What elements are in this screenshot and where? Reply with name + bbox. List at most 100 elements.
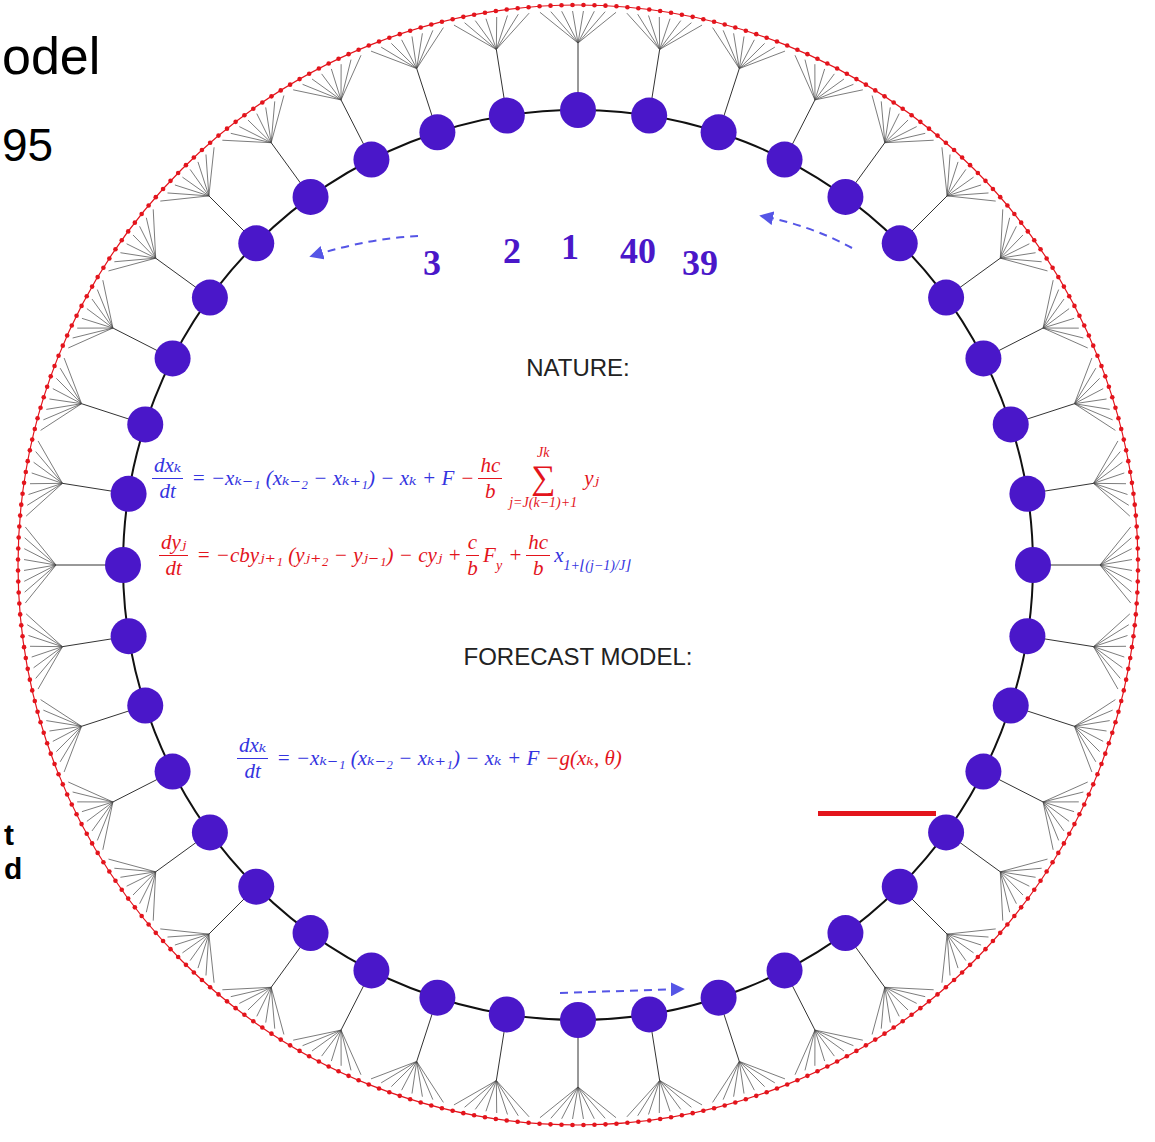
- fan-line: [815, 84, 853, 100]
- small-scale-dot: [126, 229, 131, 234]
- large-scale-dot: [155, 340, 191, 376]
- fan-line: [540, 12, 578, 43]
- small-scale-dot: [60, 782, 65, 787]
- fan-line: [175, 934, 209, 945]
- small-scale-dot: [785, 1082, 790, 1087]
- small-scale-dot: [1067, 832, 1072, 837]
- fan-line: [627, 13, 660, 49]
- large-scale-dot: [105, 547, 141, 583]
- small-scale-dot: [680, 12, 685, 17]
- small-scale-dot: [680, 1113, 685, 1118]
- small-scale-dot: [918, 1006, 923, 1011]
- small-scale-dot: [636, 6, 641, 11]
- fan-line: [27, 483, 62, 505]
- fan-line: [551, 12, 578, 43]
- small-scale-dot: [16, 579, 21, 584]
- small-scale-dot: [1038, 878, 1043, 883]
- fan-line: [1094, 483, 1128, 494]
- small-scale-dot: [1124, 448, 1129, 453]
- fan-line: [239, 987, 271, 1003]
- large-scale-dot: [993, 406, 1029, 442]
- large-scale-dot: [560, 92, 596, 128]
- small-scale-dot: [603, 1122, 608, 1127]
- equation-text: = −cbyⱼ₊₁ (yⱼ₊₂ − yⱼ₋₁) − cyⱼ +: [196, 543, 461, 568]
- small-scale-dot: [317, 66, 322, 71]
- small-scale-dot: [515, 1119, 520, 1124]
- small-scale-dot: [1110, 731, 1115, 736]
- fan-line: [1043, 299, 1064, 328]
- small-scale-dot: [356, 47, 361, 52]
- fan-line: [885, 140, 934, 142]
- fan-line: [947, 934, 988, 937]
- small-scale-dot: [79, 304, 84, 309]
- small-scale-dot: [960, 155, 965, 160]
- fan-line: [815, 90, 863, 100]
- fan-line: [1043, 802, 1059, 840]
- fan-line: [1074, 399, 1106, 404]
- fan-line: [77, 328, 113, 329]
- fan-line: [885, 120, 908, 143]
- fan-line: [73, 328, 113, 338]
- small-scale-dot: [233, 1006, 238, 1011]
- small-scale-dot: [1012, 914, 1017, 919]
- small-scale-dot: [45, 384, 50, 389]
- fan-line: [341, 64, 342, 100]
- fan-line: [815, 69, 825, 100]
- small-scale-dot: [494, 1117, 499, 1122]
- small-scale-dot: [461, 15, 466, 20]
- large-scale-dot: [238, 225, 274, 261]
- fan-line: [496, 13, 529, 49]
- small-scale-dot: [854, 1049, 859, 1054]
- fan-line: [881, 101, 885, 142]
- small-scale-dot: [32, 699, 37, 704]
- small-scale-dot: [1126, 667, 1131, 672]
- small-scale-dot: [242, 1012, 247, 1017]
- direction-arrow: [312, 236, 418, 256]
- denominator: b: [533, 556, 544, 579]
- fan-line: [27, 625, 62, 647]
- small-scale-dot: [32, 427, 37, 432]
- small-scale-dot: [1062, 284, 1067, 289]
- small-scale-dot: [795, 47, 800, 52]
- fan-line: [885, 987, 925, 996]
- large-scale-dot: [155, 754, 191, 790]
- small-scale-dot: [139, 212, 144, 217]
- fan-line: [1000, 235, 1023, 258]
- small-scale-dot: [658, 9, 663, 14]
- fan-line: [87, 802, 113, 821]
- small-scale-dot: [192, 970, 197, 975]
- subscripted-symbol: Fy: [483, 543, 502, 568]
- fan-line: [465, 1081, 497, 1108]
- fan-line: [815, 1030, 825, 1061]
- fan-line: [417, 33, 423, 68]
- small-scale-dot: [1012, 212, 1017, 217]
- section-heading: NATURE:: [526, 354, 630, 382]
- large-scale-dot: [419, 114, 455, 150]
- fan-line: [209, 934, 214, 983]
- fan-line: [660, 1081, 702, 1105]
- small-scale-dot: [1091, 343, 1096, 348]
- small-scale-dot: [17, 601, 22, 606]
- small-scale-dot: [873, 1037, 878, 1042]
- fan-line: [795, 55, 815, 100]
- small-scale-dot: [168, 947, 173, 952]
- small-scale-dot: [952, 148, 957, 153]
- fan-line: [454, 1081, 496, 1105]
- small-scale-dot: [216, 133, 221, 138]
- large-scale-dot: [489, 98, 525, 134]
- small-scale-dot: [983, 947, 988, 952]
- fan-line: [578, 1087, 583, 1119]
- small-scale-dot: [450, 1108, 455, 1113]
- fan-line: [1094, 636, 1128, 647]
- small-scale-dot: [1103, 751, 1108, 756]
- small-scale-dot: [548, 1122, 553, 1127]
- fan-line: [578, 1087, 616, 1118]
- numerator: hc: [478, 454, 502, 478]
- fan-line: [660, 25, 702, 49]
- fan-line: [341, 1030, 361, 1075]
- small-scale-dot: [90, 841, 95, 846]
- small-scale-dot: [184, 163, 189, 168]
- fan-line: [659, 1081, 660, 1113]
- small-scale-dot: [1091, 782, 1096, 787]
- fan-line: [41, 700, 82, 727]
